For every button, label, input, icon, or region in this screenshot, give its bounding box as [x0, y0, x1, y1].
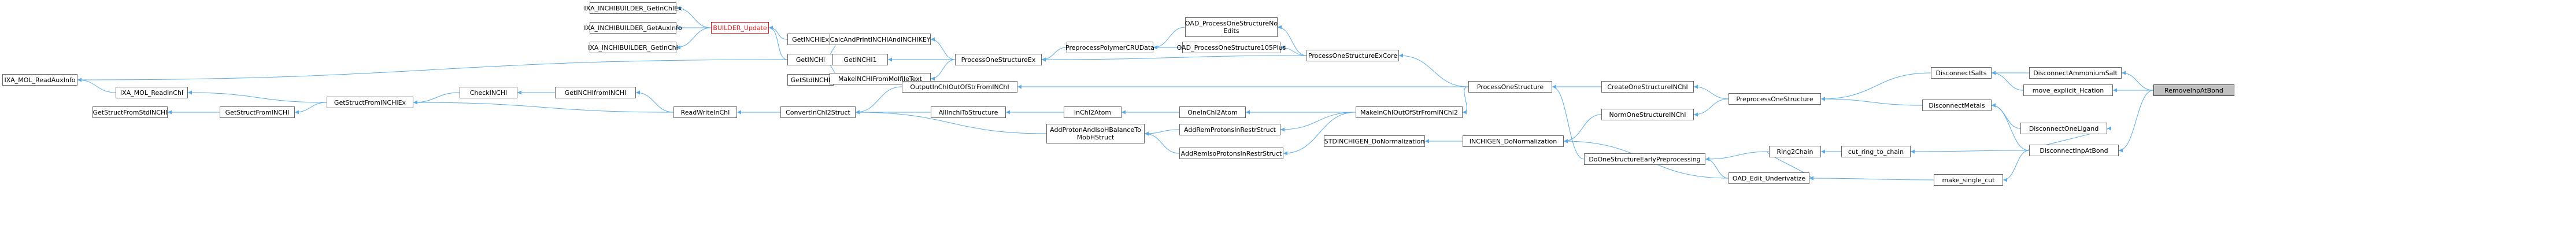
edge-convertinchi2struct-to-outputinchioutofstrfrominchi [855, 86, 902, 115]
node-convertinchi2struct[interactable]: ConvertInChI2Struct [780, 106, 856, 118]
node-cut-ring-to-chain[interactable]: cut_ring_to_chain [1841, 146, 1911, 157]
edge-processonestructureexcore-to-processonestructure [1398, 53, 1469, 87]
edge-make-single-cut-to-disconnectinpatbond [2003, 150, 2030, 182]
edge-addremprotonsinrestrstruct-to-makeinchioutofstrfrominchi2 [1280, 112, 1356, 132]
node-getinchi[interactable]: GetINCHI [787, 54, 834, 65]
edge-convertinchi2struct-to-addprotonandisomebalanceto [855, 110, 1047, 134]
edge-addremisoprotonsinrestrstruct-to-makeinchioutofstrfrominchi2 [1283, 112, 1356, 156]
edge-doonestructureearlypreprocessing-to-ring2chain [1705, 151, 1770, 161]
edge-preprocesspolymercrudata-to-oad-processonestructurenoedits [1153, 27, 1186, 50]
node-ixa-inchibuilder-getinchiex[interactable]: IXA_INCHIBUILDER_GetInChIEx [584, 2, 682, 14]
node-oad-processonestructurenoedits[interactable]: OAD_ProcessOneStructureNo Edits [1185, 17, 1278, 37]
node-calcandprintinchiandinchikey[interactable]: CalcAndPrintINCHIAndINCHIKEY [830, 34, 931, 45]
edge-processonestructureex-to-processonestructureexcore [1041, 55, 1307, 62]
node-doonestructureearlypreprocessing[interactable]: DoOneStructureEarlyPreprocessing [1584, 153, 1705, 165]
edge-oad-processonestructure105plus-to-processonestructureexcore [1280, 45, 1307, 56]
edge-addprotonandisomebalanceto-to-addremisoprotonsinrestrstruct [1144, 131, 1180, 154]
node-readwriteinchi[interactable]: ReadWriteInChI [673, 106, 737, 118]
edge-builder-update-to-getinchi [768, 25, 788, 60]
edge-calcandprintinchiandinchikey-to-processonestructureex [930, 37, 956, 60]
node-ixa-mol-readinchi[interactable]: IXA_MOL_ReadInChI [116, 87, 188, 98]
edge-doonestructureearlypreprocessing-to-oad-edit-underivatize [1705, 157, 1729, 179]
node-move-explicit-hcation[interactable]: move_explicit_Hcation [2023, 84, 2113, 96]
edge-preprocessonestructure-to-disconnectsalts [1820, 72, 1931, 101]
node-removeinpatbond[interactable]: RemoveInpAtBond [2153, 84, 2234, 96]
node-inchigen-donormalization[interactable]: INCHIGEN_DoNormalization [1463, 135, 1564, 147]
edge-getstructfrominchi-to-getstructfrominchiex [294, 102, 327, 115]
edge-ixa-inchibuilder-getinchi-to-builder-update [676, 27, 712, 50]
node-checkinchi[interactable]: CheckINCHI [460, 87, 517, 98]
node-disconnectoneligand[interactable]: DisconnectOneLigand [2020, 123, 2107, 134]
edge-preprocessonestructure-to-disconnectmetals [1820, 97, 1923, 106]
node-getinchiex[interactable]: GetINCHIEx [787, 34, 834, 45]
edge-getinchifrominchi-to-readwriteinchi [635, 90, 674, 113]
edge-getstructfrominchiex-to-checkinchi [413, 92, 460, 105]
edge-disconnectmetals-to-disconnectoneligand [1991, 103, 2021, 129]
edge-cut-ring-to-chain-to-disconnectinpatbond [1910, 149, 2030, 154]
edge-disconnectsalts-to-move-explicit-hcation [1991, 71, 2024, 91]
node-ring2chain[interactable]: Ring2Chain [1769, 146, 1821, 157]
edge-processonestructureex-to-preprocesspolymercrudata [1041, 47, 1067, 62]
node-getstdinchi[interactable]: GetStdINCHI [787, 74, 834, 86]
node-addremprotonsinrestrstruct[interactable]: AddRemProtonsInRestrStruct [1179, 124, 1280, 135]
node-make-single-cut[interactable]: make_single_cut [1934, 174, 2003, 186]
node-allinchitostructure[interactable]: AllInchiToStructure [931, 106, 1006, 118]
edge-oad-processonestructurenoedits-to-processonestructureexcore [1277, 25, 1307, 56]
node-makeinchioutofstrfrominchi2[interactable]: MakeInChIOutOfStrFromINChI2 [1356, 106, 1463, 118]
node-stdinchigen-donormalization[interactable]: STDINCHIGEN_DoNormalization [1324, 135, 1425, 147]
edge-builder-update-to-getinchiex [768, 25, 788, 40]
node-outputinchioutofstrfrominchi[interactable]: OutputInChIOutOfStrFromINChI [902, 81, 1017, 93]
node-addremisoprotonsinrestrstruct[interactable]: AddRemIsoProtonsInRestrStruct [1179, 148, 1283, 159]
node-oad-processonestructure105plus[interactable]: OAD_ProcessOneStructure105Plus [1177, 42, 1286, 53]
node-builder-update[interactable]: BUILDER_Update [711, 22, 769, 34]
edge-ixa-mol-readinchi-to-getstructfrominchiex [187, 90, 327, 103]
edge-createonestructureinchi-to-preprocessonestructure [1693, 84, 1729, 100]
node-oneinchi2atom[interactable]: OneInChI2Atom [1179, 106, 1246, 118]
node-ixa-inchibuilder-getauxinfo[interactable]: IXA_INCHIBUILDER_GetAuxInfo [584, 22, 682, 34]
edge-disconnectmetals-to-disconnectinpatbond [1991, 103, 2030, 151]
node-disconnectsalts[interactable]: DisconnectSalts [1931, 67, 1992, 79]
node-getstructfrominchi[interactable]: GetStructFromINCHI [220, 106, 295, 118]
node-oad-edit-underivatize[interactable]: OAD_Edit_Underivatize [1729, 172, 1809, 184]
node-createonestructureinchi[interactable]: CreateOneStructureINChI [1601, 81, 1694, 93]
edge-oad-edit-underivatize-to-make-single-cut [1809, 176, 1934, 181]
node-getinchi1[interactable]: GetINCHI1 [832, 54, 888, 65]
edge-disconnectinpatbond-to-removeinpatbond [2118, 90, 2154, 153]
edge-addprotonandisomebalanceto-to-addremprotonsinrestrstruct [1144, 129, 1180, 136]
edge-makeinchifrommolfiletext-to-processonestructureex [930, 59, 956, 81]
edge-ixa-mol-readauxinfo-to-ixa-mol-readinchi [77, 78, 116, 93]
node-ixa-inchibuilder-getinchi[interactable]: IXA_INCHIBUILDER_GetInChI [588, 42, 678, 53]
node-disconnectmetals[interactable]: DisconnectMetals [1922, 100, 1992, 111]
node-inchi2atom[interactable]: InChI2Atom [1064, 106, 1122, 118]
node-disconnectinpatbond[interactable]: DisconnectInpAtBond [2029, 145, 2119, 156]
edge-ixa-mol-readauxinfo-to-getinchi [77, 59, 788, 82]
node-processonestructureex[interactable]: ProcessOneStructureEx [955, 54, 1042, 65]
node-getstructfrominchiex[interactable]: GetStructFromINCHIEx [327, 97, 413, 108]
node-getstructfromstdinchi[interactable]: GetStructFromStdINCHI [92, 106, 168, 118]
node-disconnectammoniumsalt[interactable]: DisconnectAmmoniumSalt [2029, 67, 2122, 79]
node-processonestructureexcore[interactable]: ProcessOneStructureExCore [1306, 50, 1399, 61]
edge-makeinchioutofstrfrominchi2-to-processonestructure [1462, 86, 1469, 115]
edge-getstructfrominchiex-to-readwriteinchi [413, 100, 674, 113]
edge-normonestructureinchi-to-preprocessonestructure [1693, 98, 1729, 117]
node-normonestructureinchi[interactable]: NormOneStructureINChI [1601, 109, 1694, 120]
node-processonestructure[interactable]: ProcessOneStructure [1468, 81, 1552, 93]
edge-ixa-inchibuilder-getinchiex-to-builder-update [676, 6, 712, 28]
node-ixa-mol-readauxinfo[interactable]: IXA_MOL_ReadAuxInfo [2, 74, 77, 86]
node-preprocessonestructure[interactable]: PreprocessOneStructure [1729, 93, 1821, 105]
node-addprotonandisomebalanceto[interactable]: AddProtonAndIsoHBalanceTo MobHStruct [1046, 124, 1145, 143]
edge-disconnectammoniumsalt-to-removeinpatbond [2121, 71, 2154, 91]
edge-inchigen-donormalization-to-normonestructureinchi [1563, 114, 1602, 143]
edge-processonestructure-to-doonestructureearlypreprocessing [1552, 84, 1585, 160]
node-getinchifrominchi[interactable]: GetINCHIfromINCHI [555, 87, 636, 98]
node-preprocesspolymercrudata[interactable]: PreprocessPolymerCRUData [1065, 42, 1154, 53]
